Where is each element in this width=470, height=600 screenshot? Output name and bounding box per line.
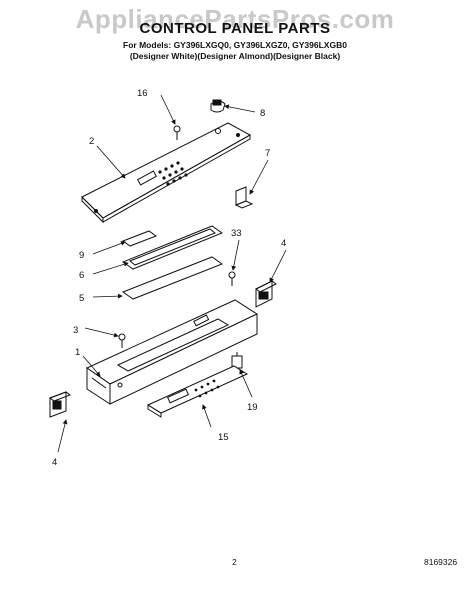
callout-4-left: 4 — [52, 457, 57, 468]
part-5-window — [121, 256, 224, 300]
models-line: For Models: GY396LXGQ0, GY396LXGZ0, GY39… — [123, 40, 347, 50]
part-2-control-panel — [81, 122, 252, 224]
part-6-gasket — [121, 225, 224, 270]
page-title: CONTROL PANEL PARTS — [139, 20, 331, 37]
part-4-end-cap-left — [48, 391, 72, 418]
callout-4-right: 4 — [281, 238, 286, 249]
leader-lines — [57, 94, 287, 453]
part-4-end-cap-right — [255, 280, 277, 308]
callout-8: 8 — [260, 108, 265, 119]
part-3-screw — [118, 333, 126, 348]
watermark: AppliancePartsPros.com — [75, 4, 395, 34]
part-8-knob — [210, 99, 226, 113]
callout-7: 7 — [265, 148, 270, 159]
callout-2: 2 — [89, 136, 94, 147]
callout-33: 33 — [231, 228, 242, 239]
part-33-screw — [228, 271, 236, 286]
document-number: 8169326 — [424, 557, 458, 567]
colors-line: (Designer White)(Designer Almond)(Design… — [129, 51, 341, 61]
page-number: 2 — [232, 557, 237, 567]
part-19-switch — [231, 352, 243, 369]
callout-3: 3 — [73, 325, 78, 336]
callout-5: 5 — [79, 293, 84, 304]
callout-1: 1 — [75, 347, 80, 358]
part-15-control-board — [146, 365, 249, 418]
part-1-console-housing — [85, 299, 259, 405]
callout-19: 19 — [247, 402, 258, 413]
part-7-bracket — [234, 186, 254, 209]
callout-6: 6 — [79, 270, 84, 281]
part-9-overlay — [121, 230, 158, 247]
callout-16: 16 — [137, 88, 148, 99]
part-16-screw — [173, 125, 181, 140]
callout-15: 15 — [218, 432, 229, 443]
callout-9: 9 — [79, 250, 84, 261]
